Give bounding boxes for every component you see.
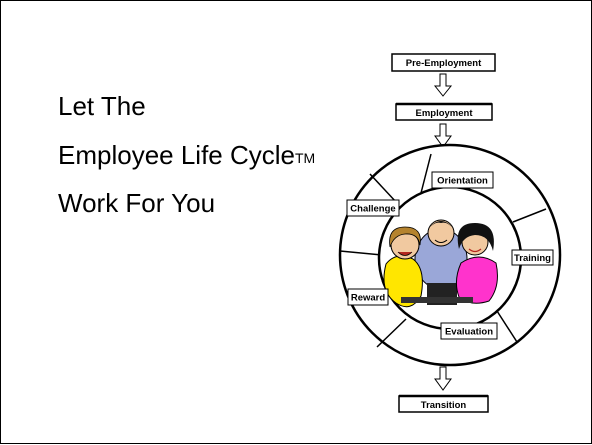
pre-employment-label: Pre-Employment	[406, 58, 482, 69]
title-text: Employee Life Cycle	[58, 140, 295, 170]
trademark-symbol: TM	[295, 150, 316, 166]
transition-label: Transition	[421, 400, 467, 411]
stage-orientation: Orientation	[431, 171, 494, 189]
stage-reward-label: Reward	[351, 293, 386, 304]
title-line-2: Employee Life CycleTM	[58, 142, 315, 168]
stage-reward: Reward	[347, 288, 389, 306]
cycle-dividers	[339, 153, 547, 348]
stage-challenge: Challenge	[346, 199, 400, 217]
title-line-1: Let The	[58, 91, 146, 121]
down-arrow-icon	[434, 123, 452, 148]
down-arrow-icon	[434, 366, 452, 391]
employment-box: Employment	[395, 102, 493, 121]
stage-evaluation-label: Evaluation	[445, 327, 493, 338]
transition-box: Transition	[398, 394, 489, 413]
title-line-3: Work For You	[58, 188, 216, 218]
stage-training-label: Training	[514, 253, 551, 264]
down-arrow-icon	[433, 73, 453, 97]
stage-training: Training	[511, 249, 554, 266]
three-people-clipart-icon	[383, 219, 498, 308]
employment-label: Employment	[415, 108, 473, 119]
stage-challenge-label: Challenge	[350, 204, 395, 215]
stage-orientation-label: Orientation	[437, 176, 488, 187]
stage-evaluation: Evaluation	[440, 322, 498, 340]
pre-employment-box: Pre-Employment	[391, 53, 496, 72]
